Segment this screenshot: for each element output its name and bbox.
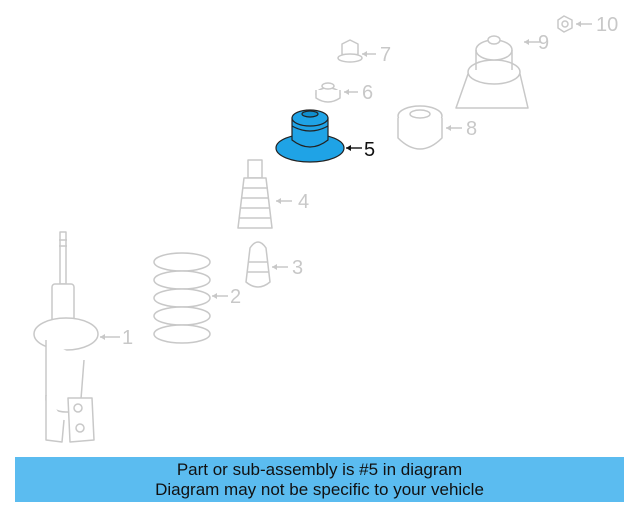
bearing-part[interactable] bbox=[397, 105, 462, 150]
nut-part-10[interactable] bbox=[557, 15, 592, 33]
spring-seat-highlighted[interactable] bbox=[275, 109, 362, 163]
mount-part[interactable] bbox=[455, 35, 540, 109]
parts-diagram: 1 2 3 4 6 7 8 9 10 5 bbox=[33, 14, 618, 443]
bolt-part-7[interactable] bbox=[337, 39, 376, 63]
callout-9: 9 bbox=[538, 32, 549, 54]
bump-stop-part[interactable] bbox=[245, 241, 288, 288]
strut-part[interactable] bbox=[33, 231, 120, 443]
callout-8: 8 bbox=[466, 118, 477, 140]
callout-7: 7 bbox=[380, 44, 391, 66]
callout-5: 5 bbox=[364, 139, 375, 161]
callout-6: 6 bbox=[362, 82, 373, 104]
banner-line-1: Part or sub-assembly is #5 in diagram bbox=[176, 459, 463, 479]
info-banner: Part or sub-assembly is #5 in diagram Di… bbox=[15, 457, 624, 502]
callout-1: 1 bbox=[122, 327, 133, 349]
callout-10: 10 bbox=[596, 14, 618, 36]
callout-4: 4 bbox=[298, 191, 309, 213]
nut-part-6[interactable] bbox=[315, 82, 358, 103]
banner-line-2: Diagram may not be specific to your vehi… bbox=[155, 479, 484, 499]
callout-2: 2 bbox=[230, 286, 241, 308]
callout-3: 3 bbox=[292, 257, 303, 279]
dust-boot-part[interactable] bbox=[237, 159, 292, 229]
